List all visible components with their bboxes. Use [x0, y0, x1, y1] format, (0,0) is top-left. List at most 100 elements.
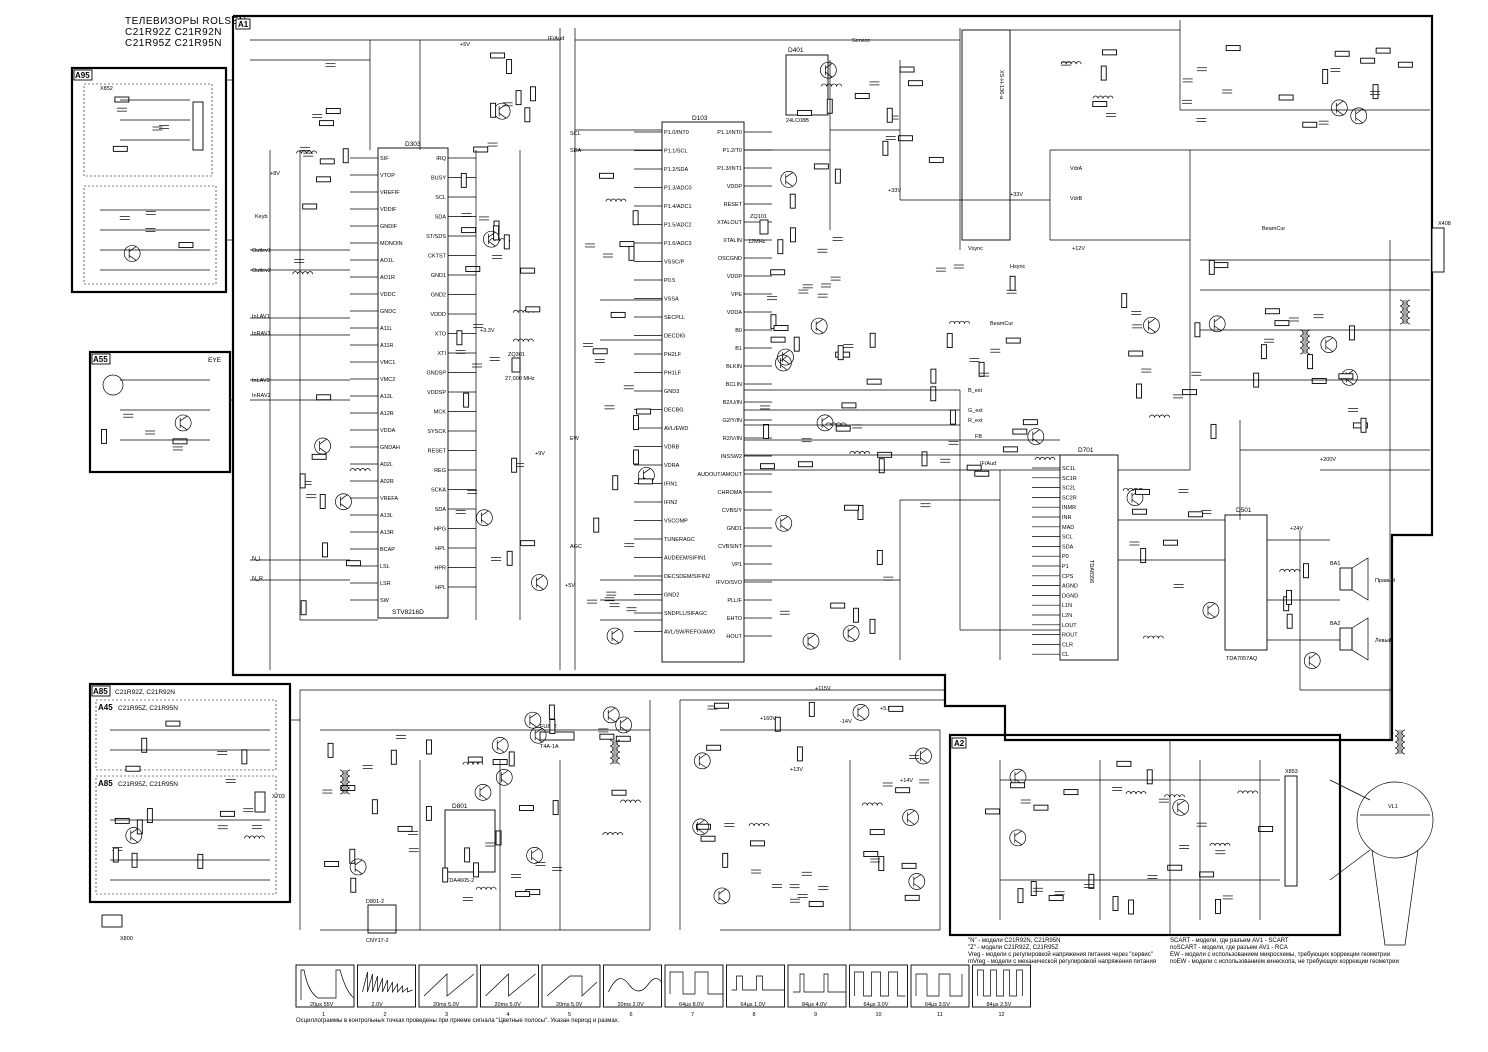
- crt-label: VL1: [1388, 804, 1398, 810]
- capacitor-symbol: [485, 842, 496, 847]
- pin-label: P1.2/T0: [723, 148, 742, 154]
- resistor-symbol: [1188, 511, 1204, 518]
- resistor-symbol: [1303, 563, 1309, 579]
- capacitor-symbol: [882, 782, 893, 787]
- inductor-symbol: [1149, 414, 1170, 418]
- pin-label: CVBSINT: [718, 544, 742, 550]
- resistor-symbol: [863, 851, 879, 857]
- pin-label: VDDP: [727, 274, 743, 280]
- pin-label: L2N: [1062, 613, 1072, 619]
- note-6: EW - модели с использованием микросхемы,…: [1170, 952, 1390, 958]
- inductor-symbol: [513, 338, 534, 342]
- label-g-ext: G_ext: [968, 408, 983, 414]
- capacitor-symbol: [300, 146, 311, 151]
- resistor-symbol: [241, 749, 248, 765]
- fuse-value: T4A-1A: [540, 744, 559, 750]
- label-b-ext: B_ext: [968, 388, 983, 394]
- capacitor-symbol: [626, 607, 637, 612]
- capacitor-symbol: [1201, 510, 1212, 514]
- note-7: noEW - модели с использованием кинескопа…: [1170, 959, 1399, 965]
- ic-d103: D103 P1.0/INT0P1.1/SCLP1.2/SDAP1.3/ADC0P…: [634, 115, 772, 663]
- resistor-symbol: [857, 505, 864, 520]
- label-n-r: N_R: [252, 576, 263, 582]
- connector-x802-ref: X703: [272, 794, 285, 800]
- note-1: "Z" - модели C21R92Z, C21R95Z: [968, 945, 1059, 951]
- rail-3v3: +3.3V: [480, 328, 495, 334]
- capacitor-symbol: [455, 510, 466, 514]
- pin-label: VDRA: [664, 463, 680, 469]
- resistor-symbol: [1258, 826, 1274, 832]
- pin-label: SC1R: [1062, 476, 1077, 482]
- module-a1-label: A1: [238, 20, 249, 29]
- oscillogram-label: 84µs 2.5V: [987, 1002, 1012, 1008]
- resistor-symbol: [878, 856, 885, 872]
- capacitor-symbol: [1178, 489, 1189, 493]
- pin-label: AUDEEM/SIFIN1: [664, 556, 706, 562]
- resistor-symbol: [592, 348, 608, 355]
- resistor-symbol: [808, 901, 824, 907]
- resistor-symbol: [1002, 446, 1018, 453]
- title-line-2: C21R92Z C21R92N: [125, 27, 222, 38]
- signal-labels: BeamCur B_ext G_ext R_ext FB Keyb Servic…: [252, 36, 1285, 582]
- resistor-symbol: [549, 719, 556, 734]
- rail-8v: +8V: [270, 171, 280, 177]
- resistor-symbol: [793, 336, 800, 352]
- resistor-symbol: [101, 428, 107, 444]
- capacitor-symbol: [552, 867, 563, 871]
- oscillogram-number: 10: [876, 1012, 882, 1018]
- capacitor-symbol: [1196, 822, 1207, 827]
- pin-label: SIF: [380, 156, 389, 162]
- resistor-symbol: [700, 835, 716, 842]
- capacitor-symbol: [594, 359, 605, 363]
- pin-label: GNDSP: [426, 371, 446, 377]
- pin-label: G2/Y/IN: [722, 418, 742, 424]
- transistor-symbol: [495, 769, 513, 786]
- inductor-symbol: [1237, 790, 1259, 794]
- fuse-ref: FU802: [540, 724, 557, 730]
- resistor-symbol: [1092, 101, 1108, 108]
- oscillogram-label: 64µs 8.0V: [679, 1002, 704, 1008]
- pin-label: R2/V/IN: [723, 436, 742, 442]
- transistor-symbol: [915, 747, 932, 765]
- label-inrav2: InRAV2: [252, 393, 271, 399]
- crystal-zq101-freq: 12MHz: [748, 239, 766, 245]
- ic-d303-part: STV8216D: [392, 609, 424, 616]
- capacitor-symbol: [152, 126, 163, 131]
- oscillogram-label: 64µs 1.0V: [741, 1002, 766, 1008]
- oscillogram-4: 20ms 5.0V4: [480, 964, 539, 1018]
- resistor-symbol: [1012, 428, 1028, 435]
- pin-label: GNDIF: [380, 224, 398, 230]
- resistor-symbol: [1010, 782, 1026, 789]
- resistor-symbol: [172, 438, 188, 445]
- capacitor-symbol: [535, 862, 546, 866]
- capacitor-symbol: [461, 213, 472, 217]
- pin-label: GNDAH: [380, 445, 400, 451]
- rail-24v: +24V: [1290, 526, 1303, 532]
- label-sda: SDA: [570, 148, 582, 154]
- pin-label: IFIN2: [664, 500, 677, 506]
- ic-d501-ref: D501: [1236, 507, 1252, 514]
- capacitor-symbol: [1196, 118, 1207, 122]
- ic-d801-ref: D801: [452, 803, 468, 810]
- pin-label: VDDA: [380, 428, 396, 434]
- pin-label: BCLIN: [726, 382, 742, 388]
- label-agc: AGC: [570, 544, 582, 550]
- ic-d801: D801 TDA4605-2: [444, 803, 496, 884]
- connector-x201-ref: X853: [1285, 769, 1298, 775]
- resistor-symbol: [632, 210, 639, 226]
- resistor-symbol: [520, 540, 536, 547]
- transistor-symbol: [1303, 652, 1321, 669]
- pin-label: VDDD: [430, 312, 446, 318]
- resistor-symbol: [797, 461, 813, 468]
- pin-label: SC2L: [1062, 486, 1076, 492]
- inductor-symbol: [1209, 842, 1231, 846]
- capacitor-symbol: [724, 823, 735, 827]
- transformer-symbol: [1399, 299, 1411, 325]
- resistor-symbol: [1102, 49, 1117, 56]
- capacitor-symbol: [1196, 67, 1207, 72]
- pin-label: GND1: [727, 526, 742, 532]
- resistor-symbol: [322, 542, 328, 558]
- resistor-symbol: [886, 107, 893, 123]
- speaker-right: BA1 Правый: [1330, 557, 1395, 601]
- title-line-1: ТЕЛЕВИЗОРЫ ROLSEN: [125, 16, 247, 27]
